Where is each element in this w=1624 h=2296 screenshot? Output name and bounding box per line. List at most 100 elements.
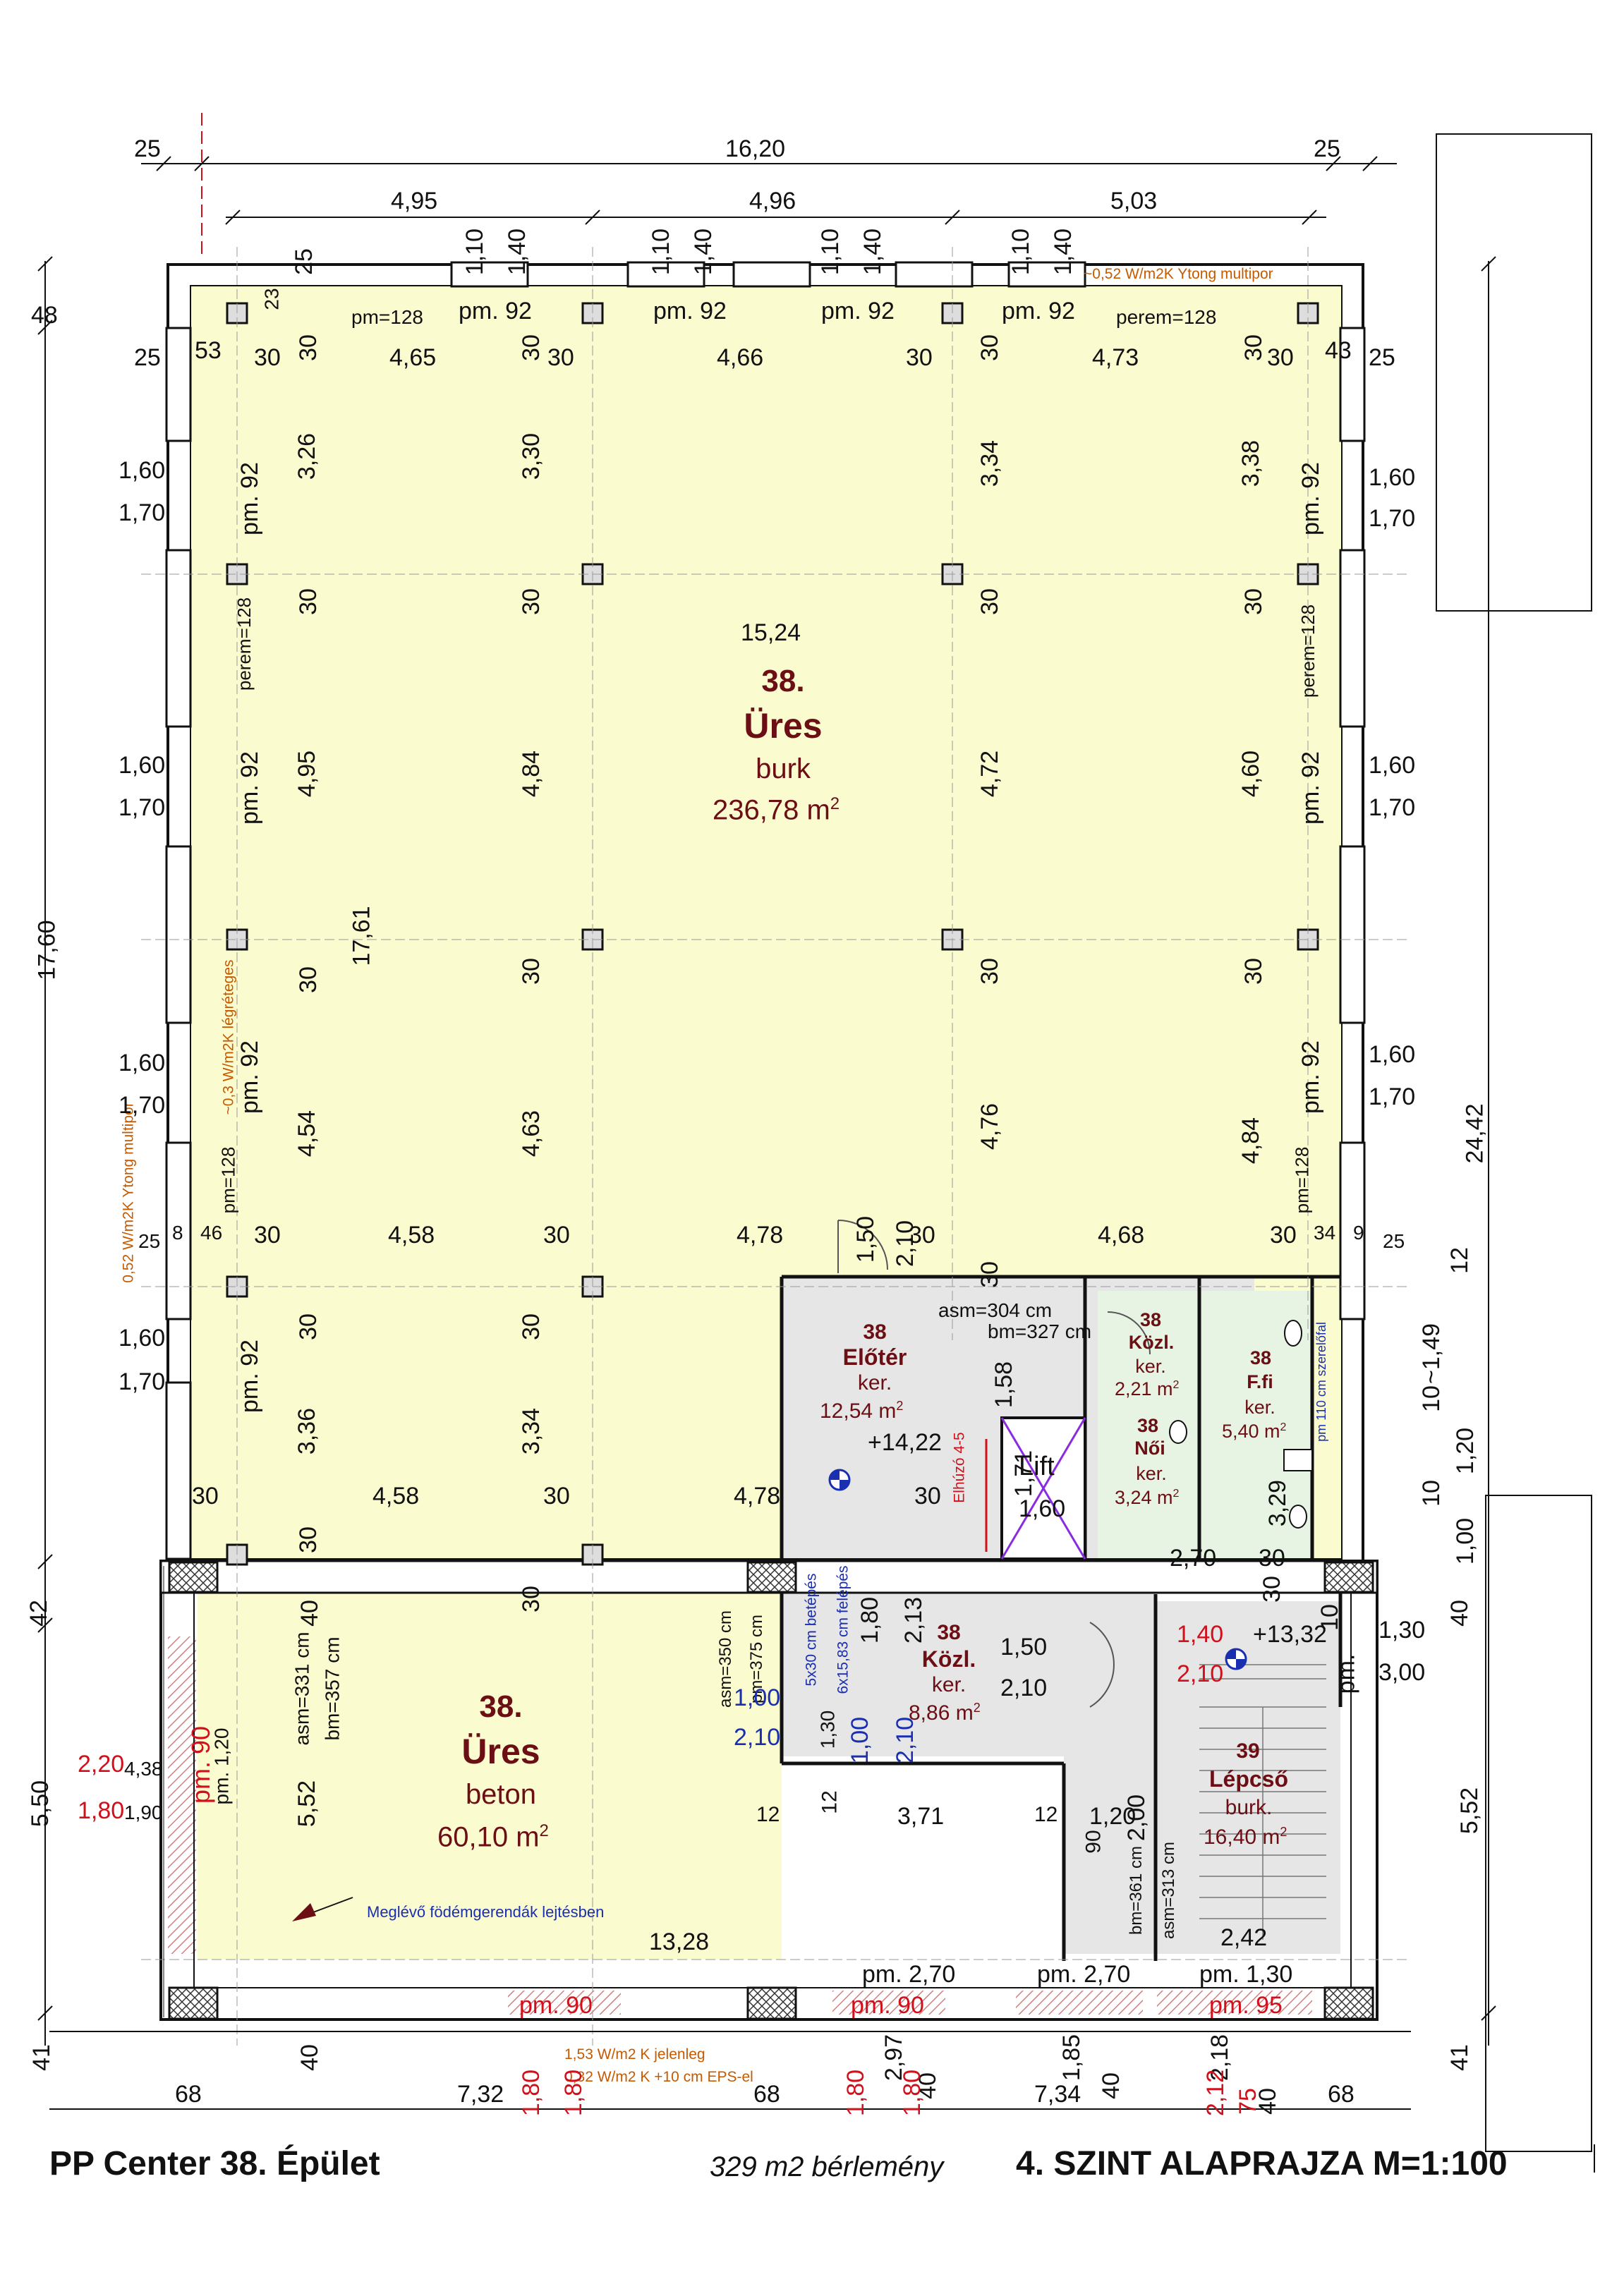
- dim-span-2: 4,96: [749, 188, 796, 214]
- dim-210-kozl: 2,10: [1000, 1675, 1048, 1701]
- side-windows: [165, 327, 1366, 1560]
- room-noi-name: Női: [1134, 1438, 1165, 1459]
- dim-12-r: 12: [1446, 1247, 1473, 1274]
- dim-41-l: 41: [28, 2044, 55, 2071]
- dim-30-toilet: 30: [1259, 1545, 1285, 1572]
- dim-326: 3,26: [293, 432, 321, 480]
- dim-210-blue: 2,10: [734, 1724, 781, 1751]
- win-h-1: 1,40: [504, 228, 531, 276]
- dim-454: 4,54: [293, 1110, 321, 1158]
- title-project: PP Center 38. Épület: [49, 2145, 380, 2182]
- dim-100-blue: 1,00: [734, 1684, 781, 1711]
- room-ffi-name: F.fi: [1247, 1371, 1273, 1392]
- pm270-a: pm. 2,70: [862, 1961, 956, 1988]
- room-upper-type: burk: [756, 753, 811, 784]
- dim-30-h: 30: [1267, 344, 1294, 371]
- dim-30-e: 30: [906, 344, 933, 371]
- dim-180-red-l: 1,80: [78, 1797, 125, 1824]
- room-noi-number: 38: [1137, 1415, 1159, 1436]
- dim-30-a: 30: [254, 344, 281, 371]
- asm304: asm=304 cm: [938, 1299, 1053, 1321]
- asm331: asm=331 cm: [291, 1632, 313, 1746]
- room-lepcso-area: 16,40 m2: [1204, 1825, 1287, 1849]
- dim-68-b: 68: [753, 2081, 780, 2108]
- right-frame-top: [1436, 133, 1592, 612]
- dim-1760: 17,60: [33, 920, 61, 980]
- door-swings: [837, 1220, 1151, 1708]
- pm90-bottom-a: pm. 90: [519, 1992, 593, 2019]
- bm327: bm=327 cm: [988, 1320, 1092, 1342]
- dim-30-r4d: 30: [1270, 1222, 1297, 1249]
- level-1422: +14,22: [868, 1429, 942, 1456]
- dim-30-r4a: 30: [254, 1222, 281, 1249]
- dim-30-r6a: 30: [192, 1483, 219, 1510]
- room-upper-number: 38.: [761, 664, 805, 698]
- dim-170-r1: 1,70: [1369, 505, 1416, 532]
- dim-466: 4,66: [717, 344, 764, 371]
- dim-top-left-25: 25: [134, 135, 161, 162]
- title-plan: 4. SZINT ALAPRAJZA M=1:100: [1016, 2145, 1508, 2182]
- dim-1328: 13,28: [649, 1928, 710, 1955]
- perem128-left: perem=128: [234, 597, 255, 691]
- dim-476: 4,76: [976, 1103, 1004, 1150]
- pm92-left-2: pm. 92: [236, 751, 263, 825]
- dim-30-b: 30: [294, 334, 322, 361]
- dim-180-red-a: 1,80: [518, 2069, 545, 2117]
- pm92-left-3: pm. 92: [236, 1040, 263, 1114]
- dim-460: 4,60: [1237, 750, 1265, 798]
- pm128-left-b: pm=128: [217, 1146, 239, 1214]
- pm92-left-4: pm. 92: [236, 1340, 263, 1413]
- dim-25-r4: 25: [1383, 1230, 1405, 1252]
- dim-30-r6b: 30: [543, 1483, 570, 1510]
- dim-top-right-25: 25: [1314, 135, 1340, 162]
- dim-160-l3: 1,60: [119, 1050, 166, 1076]
- dim-100-r: 1,00: [1452, 1517, 1479, 1565]
- jelenleg-1: 1,53 W/m2 K jelenleg: [564, 2046, 705, 2063]
- dim-120-r: 1,20: [1452, 1427, 1479, 1475]
- dim-42: 42: [25, 1600, 52, 1627]
- dim-span-1: 4,95: [391, 188, 438, 214]
- dim-40-b2: 40: [1254, 2088, 1281, 2115]
- dim-472: 4,72: [976, 750, 1004, 798]
- dim-30-r3b: 30: [517, 958, 545, 985]
- dim-1761: 17,61: [348, 906, 375, 966]
- win-w-1: 1,10: [461, 228, 489, 276]
- dim-30-f: 30: [976, 334, 1003, 361]
- dim-170-l2: 1,70: [119, 794, 166, 821]
- dim-242: 2,42: [1220, 1924, 1268, 1951]
- room-ffi-number: 38: [1249, 1347, 1272, 1368]
- label-pm92-2: pm. 92: [653, 298, 727, 324]
- dim-185: 1,85: [1058, 2034, 1086, 2082]
- win-w-3: 1,10: [817, 228, 844, 276]
- room-fill-lower: [198, 1593, 782, 1960]
- room-kozl-small-type: ker.: [1135, 1356, 1166, 1377]
- room-kozl-small-name: Közl.: [1128, 1332, 1175, 1353]
- bm357: bm=357 cm: [321, 1636, 344, 1741]
- pm92-right-3: pm. 92: [1297, 1040, 1324, 1114]
- label-pm92-4: pm. 92: [1002, 298, 1075, 324]
- dim-329: 3,29: [1264, 1479, 1292, 1527]
- title-rent: 329 m2 bérlemény: [710, 2151, 944, 2182]
- dim-438: 4,38: [124, 1758, 163, 1780]
- felepes-note: 6x15,83 cm felépés: [835, 1565, 852, 1694]
- dim-30-r2b: 30: [517, 588, 545, 615]
- dim-9: 9: [1353, 1222, 1364, 1244]
- dim-478-b: 4,78: [734, 1483, 781, 1510]
- dim-12-c: 12: [1034, 1803, 1058, 1826]
- dim-10-a: 10: [1417, 1385, 1445, 1412]
- dim-465: 4,65: [389, 344, 437, 371]
- lift-size: 1,60: [1019, 1495, 1066, 1522]
- dim-478-a: 4,78: [737, 1222, 784, 1249]
- room-ffi-area: 5,40 m2: [1222, 1421, 1287, 1442]
- dim-10-b: 10: [1417, 1480, 1445, 1507]
- room-eloter-area: 12,54 m2: [820, 1399, 904, 1423]
- dim-40-bl: 40: [296, 2044, 323, 2071]
- dim-158: 1,58: [990, 1361, 1018, 1409]
- dim-30-r4c: 30: [909, 1222, 935, 1249]
- room-lower-name: Üres: [461, 1732, 540, 1771]
- dim-30-r7a: 30: [294, 1526, 322, 1553]
- dim-160-r1: 1,60: [1369, 464, 1416, 491]
- win-w-4: 1,10: [1007, 228, 1035, 276]
- dim-160-r3: 1,60: [1369, 1041, 1416, 1068]
